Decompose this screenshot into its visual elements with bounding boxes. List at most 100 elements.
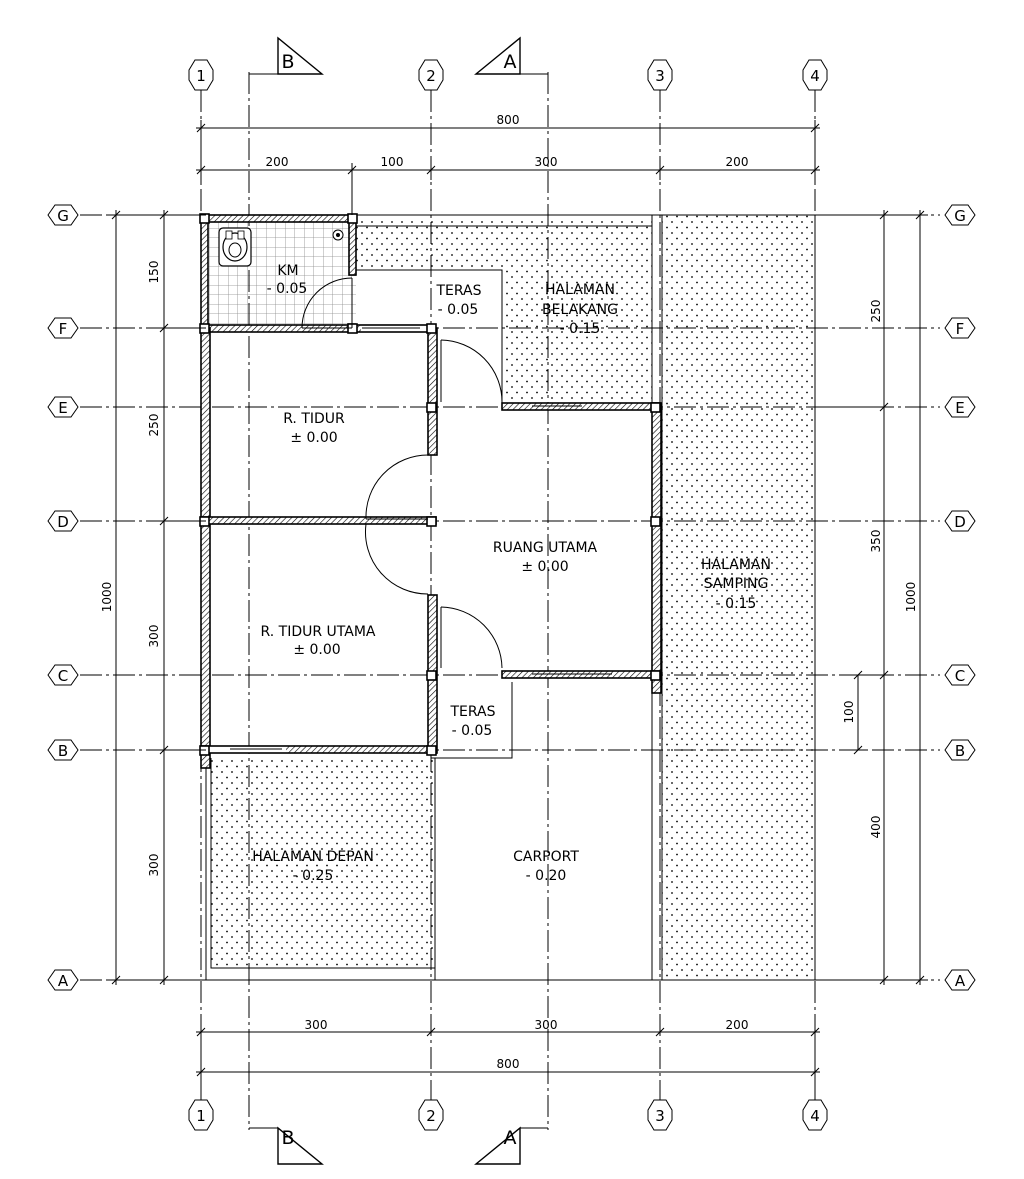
dim-top-seg-2: 100 — [381, 155, 404, 169]
svg-text:B: B — [955, 742, 965, 760]
grid-bubble-row-c-left: C — [47, 664, 79, 686]
dim-top-total: 800 — [497, 113, 520, 127]
svg-text:C: C — [955, 667, 965, 685]
svg-text:1: 1 — [196, 1107, 206, 1125]
room-ruang-utama-name: RUANG UTAMA — [493, 540, 598, 556]
room-halaman-belakang-level: - 0.15 — [560, 321, 601, 337]
grid-bubble-row-e-right: E — [944, 396, 976, 418]
dim-left-seg-3: 300 — [147, 625, 161, 648]
grid-bubble-row-g-right: G — [944, 204, 976, 226]
room-km-name: KM — [277, 263, 298, 279]
room-teras-front-level: - 0.05 — [452, 723, 493, 739]
walls — [199, 213, 662, 769]
svg-text:3: 3 — [655, 67, 665, 85]
dim-left-seg-2: 250 — [147, 414, 161, 437]
room-halaman-belakang-name: HALAMAN — [545, 282, 615, 298]
grid-bubble-row-d-right: D — [944, 510, 976, 532]
svg-text:B: B — [58, 742, 68, 760]
svg-text:2: 2 — [426, 67, 436, 85]
dim-left-seg-4: 300 — [147, 854, 161, 877]
dim-right-inner: 100 — [842, 701, 856, 724]
dim-top-seg-3: 300 — [535, 155, 558, 169]
grid-bubbles: 1 2 3 4 1 2 3 4 — [47, 59, 976, 1131]
room-r-tidur-name: R. TIDUR — [283, 411, 345, 427]
grid-bubble-col-2-bottom: 2 — [418, 1099, 444, 1131]
room-teras-front-name: TERAS — [449, 704, 495, 720]
section-marker-a-top: A — [474, 36, 548, 75]
grid-bubble-row-a-left: A — [47, 969, 79, 991]
grid-bubble-row-g-left: G — [47, 204, 79, 226]
grid-bubble-row-d-left: D — [47, 510, 79, 532]
dim-top-seg-1: 200 — [266, 155, 289, 169]
doors — [301, 277, 503, 669]
svg-text:G: G — [954, 207, 966, 225]
grid-bubble-col-2-top: 2 — [418, 59, 444, 91]
svg-text:B: B — [281, 1127, 294, 1149]
dim-top-seg-4: 200 — [726, 155, 749, 169]
svg-text:A: A — [955, 972, 966, 990]
svg-text:E: E — [955, 399, 964, 417]
svg-text:A: A — [58, 972, 69, 990]
grid-bubble-row-b-left: B — [47, 739, 79, 761]
dim-left-total: 1000 — [100, 582, 114, 613]
room-halaman-samping-level: - 0.15 — [716, 596, 757, 612]
dim-right-seg-3: 400 — [869, 816, 883, 839]
grid-bubble-row-a-right: A — [944, 969, 976, 991]
section-marker-b-bottom: B — [249, 1126, 324, 1165]
dimension-lines — [108, 120, 928, 1080]
svg-text:G: G — [57, 207, 69, 225]
dim-left-seg-1: 150 — [147, 261, 161, 284]
room-r-tidur-level: ± 0.00 — [290, 430, 337, 446]
grid-bubble-col-4-bottom: 4 — [802, 1099, 828, 1131]
svg-text:F: F — [59, 320, 68, 338]
room-r-tidur-utama-level: ± 0.00 — [293, 642, 340, 658]
section-marker-a-bottom: A — [474, 1126, 548, 1165]
svg-text:4: 4 — [810, 1107, 820, 1125]
section-marker-b-top: B — [249, 36, 324, 75]
grid-bubble-row-e-left: E — [47, 396, 79, 418]
dim-bottom-seg-1: 300 — [305, 1018, 328, 1032]
svg-text:1: 1 — [196, 67, 206, 85]
grid-bubble-row-b-right: B — [944, 739, 976, 761]
grid-bubble-col-3-bottom: 3 — [647, 1099, 673, 1131]
room-labels: KM - 0.05 TERAS - 0.05 HALAMAN BELAKANG … — [252, 263, 771, 884]
frontyard-dots — [211, 758, 433, 968]
room-halaman-belakang-name2: BELAKANG — [542, 302, 618, 318]
outline-lines — [205, 214, 816, 981]
section-markers: B A B A — [249, 36, 548, 1165]
dim-bottom-seg-2: 300 — [535, 1018, 558, 1032]
svg-text:2: 2 — [426, 1107, 436, 1125]
room-halaman-depan-name: HALAMAN DEPAN — [252, 849, 374, 865]
grid-bubble-row-f-right: F — [944, 317, 976, 339]
room-halaman-depan-level: - 0.25 — [293, 868, 334, 884]
svg-text:C: C — [58, 667, 68, 685]
room-halaman-samping-name: HALAMAN — [701, 557, 771, 573]
svg-text:E: E — [58, 399, 67, 417]
floor-drain-icon — [332, 229, 344, 241]
dim-bottom-seg-3: 200 — [726, 1018, 749, 1032]
svg-text:4: 4 — [810, 67, 820, 85]
svg-text:A: A — [504, 1127, 517, 1149]
grid-bubble-col-3-top: 3 — [647, 59, 673, 91]
dim-right-total: 1000 — [904, 582, 918, 613]
room-carport-level: - 0.20 — [526, 868, 567, 884]
grid-bubble-col-1-bottom: 1 — [188, 1099, 214, 1131]
grid-bubble-row-c-right: C — [944, 664, 976, 686]
room-teras-back-name: TERAS — [435, 283, 481, 299]
svg-text:A: A — [504, 51, 517, 73]
room-carport-name: CARPORT — [513, 849, 579, 865]
dim-right-seg-2: 350 — [869, 530, 883, 553]
grid-bubble-row-f-left: F — [47, 317, 79, 339]
room-r-tidur-utama-name: R. TIDUR UTAMA — [261, 624, 376, 640]
grid-bubble-col-4-top: 4 — [802, 59, 828, 91]
room-ruang-utama-level: ± 0.00 — [521, 559, 568, 575]
room-halaman-samping-name2: SAMPING — [704, 576, 769, 592]
grid-bubble-col-1-top: 1 — [188, 59, 214, 91]
squat-toilet-icon — [218, 227, 252, 267]
surface-patterns — [206, 215, 814, 979]
dim-right-seg-1: 250 — [869, 300, 883, 323]
room-teras-back-level: - 0.05 — [438, 302, 479, 318]
svg-text:F: F — [956, 320, 965, 338]
svg-text:D: D — [954, 513, 966, 531]
